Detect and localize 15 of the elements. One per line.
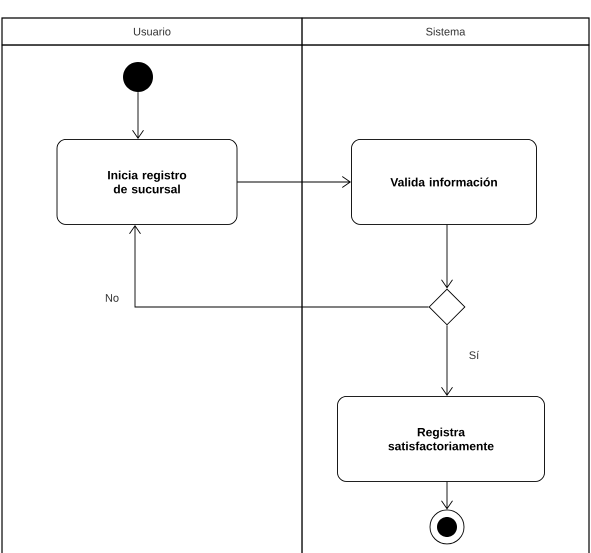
arrow [441,481,453,510]
action-box: Registra satisfactoriamente [337,396,545,482]
arrow [441,224,453,289]
node-label: Usuario [134,27,170,36]
action-box: Inicia registro de sucursal [56,139,238,225]
arrow [129,224,429,308]
arrow [132,92,144,140]
arrow [237,176,352,188]
end-circle [430,510,464,544]
decision-diamond [428,288,466,326]
edge-label: No [104,293,120,303]
start-circle [123,62,153,92]
action-box: Valida información [351,139,537,225]
node-label: Sistema [426,27,466,36]
arrow [441,324,453,396]
